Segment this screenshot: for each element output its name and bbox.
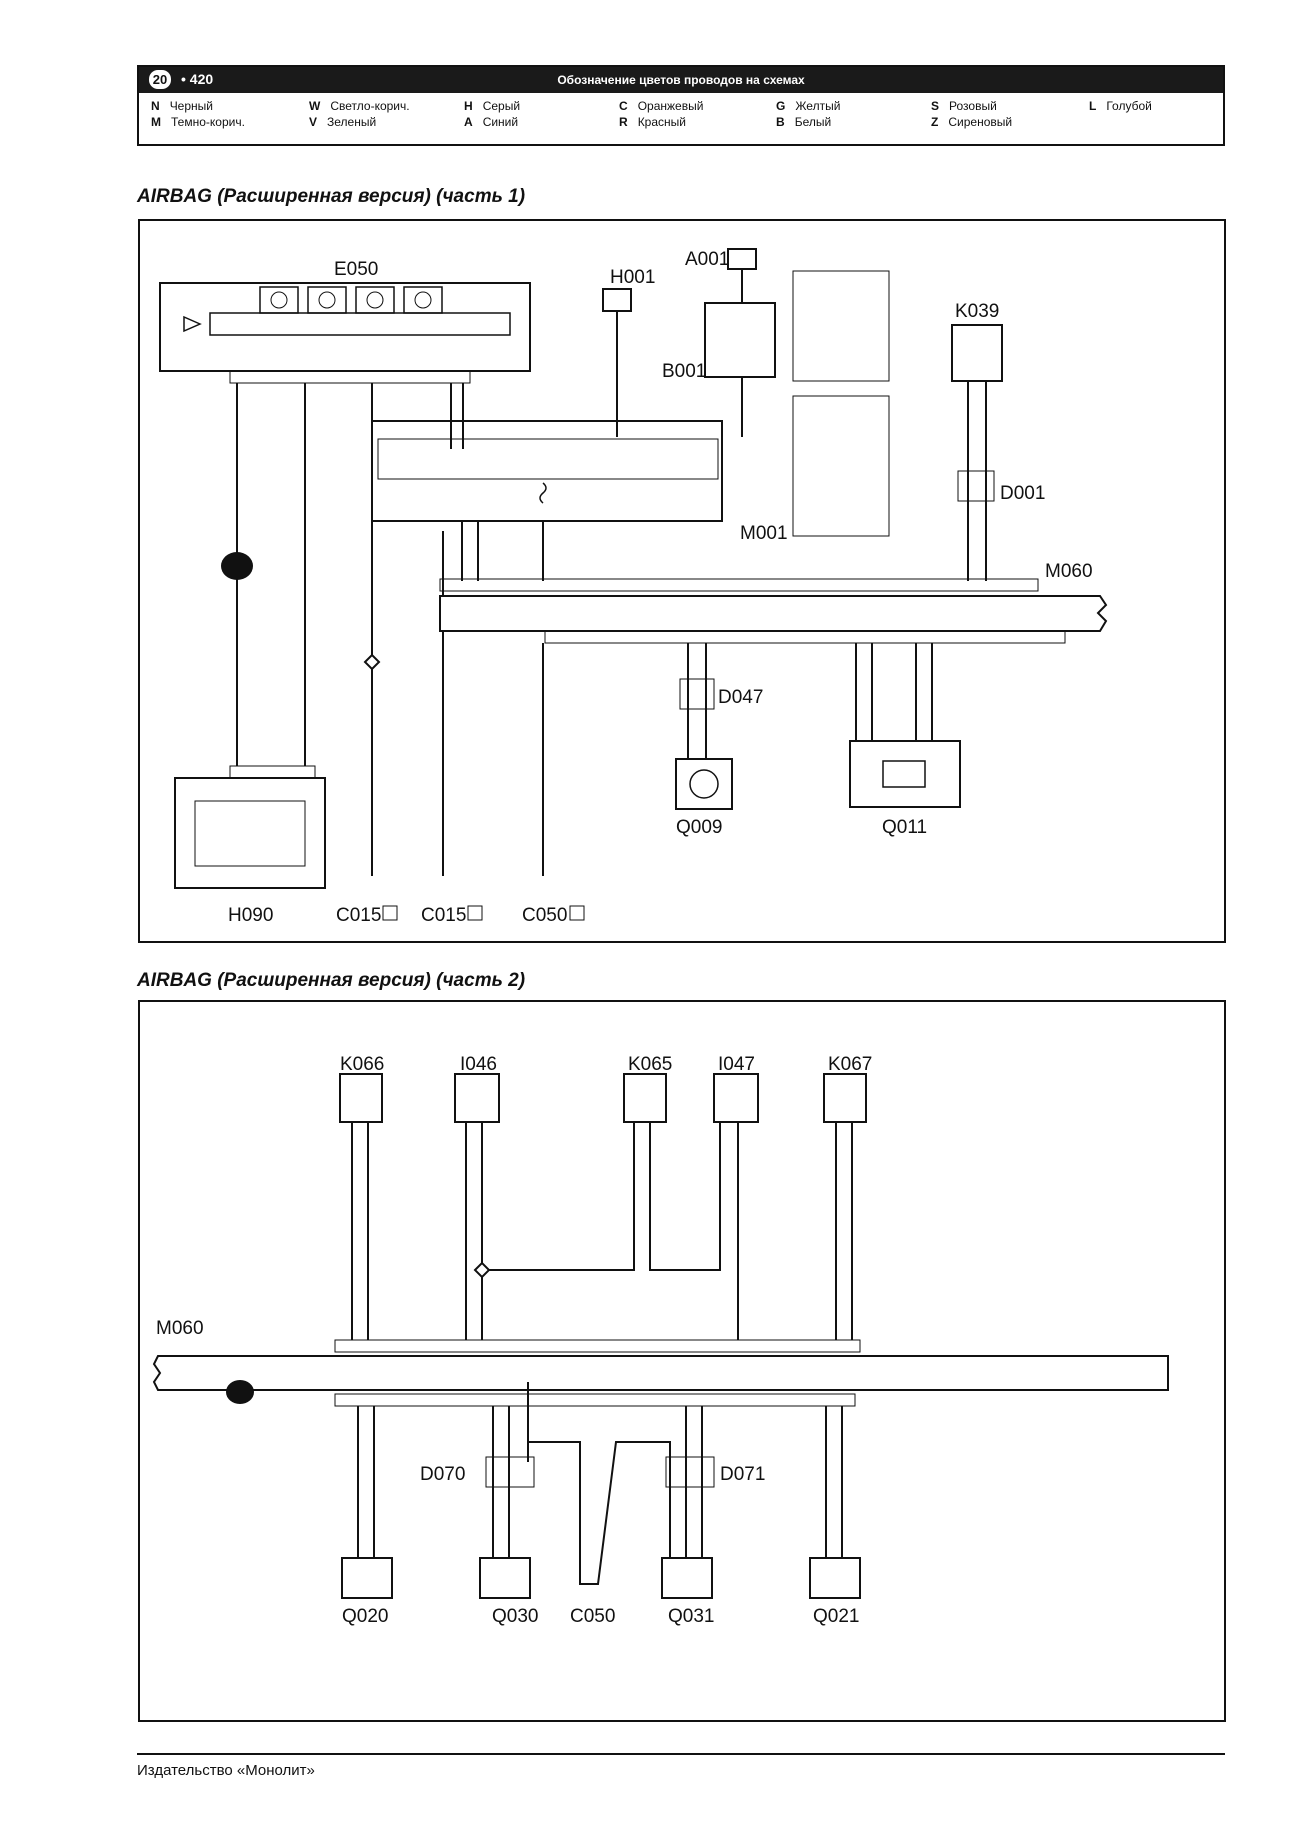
legend-entry: V Зеленый [309, 115, 377, 129]
i047-label: I047 [718, 1054, 755, 1075]
legend-column: G Желтый B Белый [776, 98, 840, 130]
d047-label: D047 [718, 687, 763, 708]
m060-label-2: M060 [156, 1318, 204, 1339]
e050-label: E050 [334, 259, 378, 280]
m060-branches: C050 D047 Q009 Q011 [522, 643, 961, 926]
legend-column: N Черный M Темно-корич. [151, 98, 245, 130]
wire-color-legend: 20 • 420 Обозначение цветов проводов на … [137, 65, 1225, 146]
legend-body: N Черный M Темно-корич. W Светло-корич. … [139, 95, 1223, 143]
legend-entry: B Белый [776, 115, 832, 129]
m060-bus: M060 [439, 561, 1108, 644]
legend-entry: N Черный [151, 99, 213, 113]
legend-entry: C Оранжевый [619, 99, 704, 113]
k066-label: K066 [340, 1054, 384, 1075]
legend-title: Обозначение цветов проводов на схемах [557, 73, 805, 87]
c015-grounds: C015 C015 [336, 531, 483, 926]
q011-label: Q011 [882, 817, 927, 838]
k039-label: K039 [955, 301, 999, 322]
c050-label-2: C050 [570, 1606, 615, 1627]
e050-module: E050 [159, 259, 531, 384]
legend-column: H Серый A Синий [464, 98, 520, 130]
part1-wiring-diagram: E050 H090 [159, 248, 1108, 926]
legend-entry: Z Сиреновый [931, 115, 1013, 129]
m001-module: M001 [371, 420, 788, 581]
legend-column: C Оранжевый R Красный [619, 98, 703, 130]
d070-label: D070 [420, 1464, 465, 1485]
a001-label: A001 [685, 249, 729, 270]
header-bar: 20 • 420 Обозначение цветов проводов на … [139, 67, 1223, 93]
wires-e050 [221, 383, 464, 876]
h001-switch: H001 [602, 267, 655, 437]
h001-label: H001 [610, 267, 655, 288]
part2-wiring-diagram: K066 I046 K065 I047 K067 M060 [152, 1054, 1169, 1627]
legend-entry: G Желтый [776, 99, 841, 113]
h090-module: H090 [174, 765, 326, 926]
b001-label: B001 [662, 361, 706, 382]
legend-entry: W Светло-корич. [309, 99, 410, 113]
m001-label: M001 [740, 523, 788, 544]
top-sensors: K066 I046 K065 I047 K067 [339, 1054, 872, 1123]
page-number: • 420 [181, 71, 214, 87]
d071-label: D071 [720, 1464, 765, 1485]
part2-title: AIRBAG (Расширенная версия) (часть 2) [137, 970, 526, 991]
legend-entry: H Серый [464, 99, 521, 113]
m060-label: M060 [1045, 561, 1093, 582]
a001-b001: A001 B001 [662, 248, 890, 537]
legend-column: W Светло-корич. V Зеленый [309, 98, 410, 130]
c015-label-1: C015 [336, 905, 381, 926]
footer-rule [137, 1753, 1225, 1755]
publisher-name: Издательство «Монолит» [137, 1762, 315, 1779]
legend-column: L Голубой [1089, 98, 1152, 114]
q021-label: Q021 [813, 1606, 859, 1627]
q020-label: Q020 [342, 1606, 388, 1627]
q030-label: Q030 [492, 1606, 538, 1627]
legend-column: S Розовый Z Сиреновый [931, 98, 1012, 130]
legend-entry: L Голубой [1089, 99, 1152, 113]
i046-label: I046 [460, 1054, 497, 1075]
part2-diagram-frame: K066 I046 K065 I047 K067 M060 [138, 1000, 1226, 1722]
q009-label: Q009 [676, 817, 722, 838]
d001-label: D001 [1000, 483, 1045, 504]
c050-label: C050 [522, 905, 567, 926]
legend-entry: R Красный [619, 115, 686, 129]
q031-label: Q031 [668, 1606, 714, 1627]
bottom-components: Q020 Q030 C050 Q031 Q021 [341, 1557, 861, 1627]
k067-label: K067 [828, 1054, 872, 1075]
legend-entry: M Темно-корич. [151, 115, 245, 129]
k039-d001: K039 D001 [951, 301, 1045, 581]
c015-label-2: C015 [421, 905, 466, 926]
sensor-wires [351, 1122, 853, 1340]
part1-diagram-frame: E050 H090 [138, 219, 1226, 943]
k065-label: K065 [628, 1054, 672, 1075]
m060-bus-2: M060 [152, 1318, 1169, 1407]
part1-title: AIRBAG (Расширенная версия) (часть 1) [137, 186, 526, 207]
chapter-badge: 20 [149, 70, 171, 89]
lower-wiring: D070 D071 [357, 1382, 843, 1585]
h090-label: H090 [228, 905, 273, 926]
legend-entry: S Розовый [931, 99, 997, 113]
legend-entry: A Синий [464, 115, 519, 129]
